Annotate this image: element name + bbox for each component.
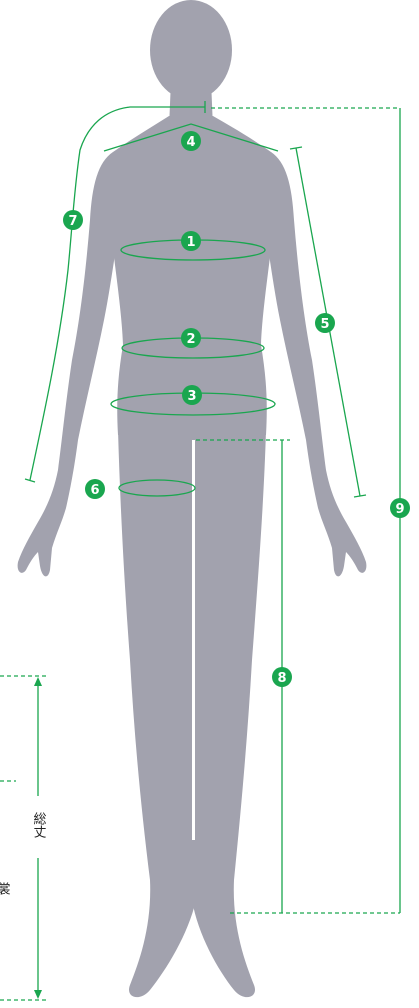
marker-bust-number: 1 [186, 235, 195, 250]
marker-inseam: 8 [272, 667, 292, 687]
total-length-arrow-up [34, 677, 42, 686]
marker-sleeve-length: 5 [315, 313, 335, 333]
marker-hip: 3 [182, 385, 202, 405]
marker-shoulder-width-number: 4 [186, 135, 195, 150]
total-length-label: 総丈 [31, 812, 47, 838]
marker-thigh-number: 6 [90, 483, 99, 498]
total-length-arrow-down [34, 990, 42, 999]
marker-inseam-number: 8 [277, 671, 286, 686]
partial-cut-label: 裳 [0, 881, 10, 895]
marker-sleeve-length-number: 5 [320, 317, 329, 332]
marker-yuki-length-number: 7 [68, 214, 77, 229]
leg-gap [192, 440, 195, 840]
right-leg [191, 430, 266, 997]
marker-bust: 1 [181, 231, 201, 251]
marker-yuki-length: 7 [63, 210, 83, 230]
marker-thigh: 6 [85, 479, 105, 499]
left-leg [118, 430, 197, 997]
marker-shoulder-width: 4 [181, 131, 201, 151]
marker-hip-number: 3 [187, 389, 196, 404]
marker-height: 9 [390, 498, 410, 518]
marker-waist-number: 2 [186, 332, 195, 347]
right-arm [266, 152, 366, 576]
marker-height-number: 9 [395, 502, 404, 517]
marker-waist: 2 [181, 328, 201, 348]
